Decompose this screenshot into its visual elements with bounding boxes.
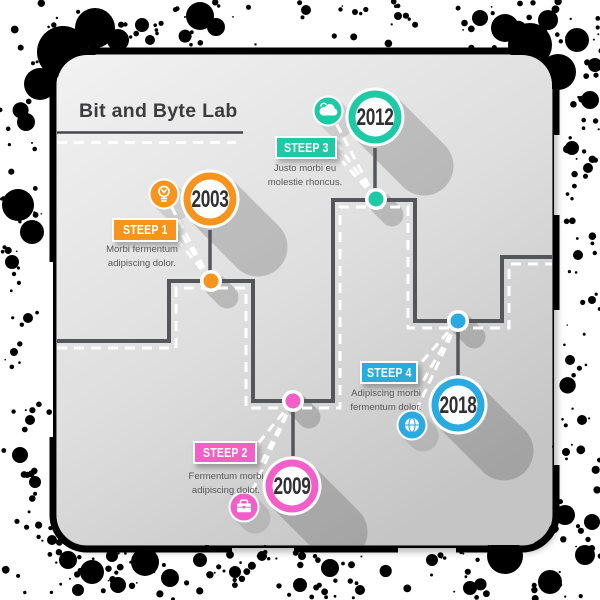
step-4-description: Adipiscing morbi fermentum dolor. — [350, 388, 422, 413]
card — [57, 55, 552, 545]
briefcase-icon — [237, 499, 251, 513]
step-1-label-box: STEEP 1 — [112, 218, 178, 242]
step-1-icon-badge — [148, 178, 180, 210]
step-2-description: Fermentum morbi adipiscing dolot. — [188, 471, 264, 496]
step-3-label: STEEP 3 — [283, 140, 329, 155]
step-4-label: STEEP 4 — [366, 365, 412, 380]
step-4-label-box: STEEP 4 — [360, 361, 418, 384]
timeline-path-solid — [57, 198, 552, 403]
year-label-2018: 2018 — [439, 392, 477, 419]
step-1-description: Morbi fermentum adipiscing dolor. — [106, 244, 178, 269]
page-title: Bit and Byte Lab — [79, 100, 238, 122]
year-circle-2003 — [180, 169, 240, 229]
lightbulb-icon — [158, 185, 170, 202]
year-label-2003: 2003 — [191, 186, 229, 213]
timeline-path-dashed — [57, 205, 552, 410]
timeline-nodes — [200, 188, 469, 412]
step-3-label-box: STEEP 3 — [275, 136, 337, 159]
year-label-2009: 2009 — [273, 473, 311, 500]
step-1-label: STEEP 1 — [122, 223, 168, 237]
step-3-description: Justo morbi eu molestie rhoncus. — [267, 163, 343, 188]
step-2-icon-badge — [228, 491, 260, 523]
year-circle-2018 — [428, 375, 488, 435]
cloud-icon — [319, 102, 338, 116]
year-circle-2009 — [262, 456, 322, 516]
year-label-2012: 2012 — [356, 104, 394, 131]
step-3-icon-badge — [312, 95, 344, 127]
step-2-label: STEEP 2 — [202, 445, 248, 460]
step-4-icon-badge — [396, 409, 428, 441]
globe-icon — [405, 417, 419, 433]
callout-rays — [169, 122, 460, 495]
step-2-label-box: STEEP 2 — [193, 441, 257, 464]
year-circle-2012 — [345, 87, 405, 147]
splatter-gaps — [0, 135, 600, 574]
